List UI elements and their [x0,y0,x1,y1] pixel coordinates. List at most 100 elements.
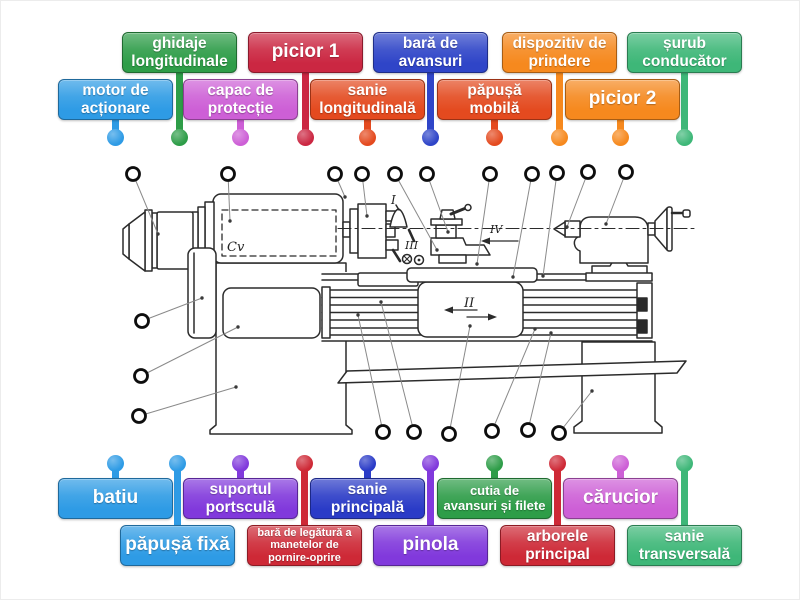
pin-dot [550,128,568,146]
pin-stem [363,463,371,482]
pin-stem [680,463,688,529]
answer-label[interactable]: păpușă mobilă [437,79,552,120]
leader-endpoint [379,300,383,304]
leader-endpoint [549,331,553,335]
answer-label[interactable]: motor de acționare [58,79,173,120]
pin-dot [421,128,439,146]
leader-line [141,297,203,322]
answer-label[interactable]: dispozitiv de prindere [502,32,617,73]
leader-endpoint [565,225,569,229]
annotation-iii: III [404,239,419,252]
leader-endpoint [590,389,594,393]
leader-lines [132,171,627,435]
leader-endpoint [435,248,439,252]
pin-dot [358,128,376,146]
leader-line [476,173,491,265]
drop-marker[interactable] [375,424,391,440]
pin-stem [111,116,119,137]
pin-dot [611,128,629,146]
leader-line [448,325,471,435]
answer-label[interactable]: cutia de avansuri și filete [437,478,552,519]
pin-dot [170,128,188,146]
leader-line [394,173,438,251]
leader-endpoint [446,230,450,234]
drop-marker[interactable] [387,166,403,182]
pin-stem [111,463,119,482]
pin-dot [485,128,503,146]
answer-label[interactable]: sanie principală [310,478,425,519]
drop-marker[interactable] [220,166,236,182]
leader-line [542,172,558,277]
answer-label[interactable]: ghidaje longitudinale [122,32,237,73]
leader-endpoint [468,324,472,328]
pin-dot [675,128,693,146]
pin-dot [421,454,439,472]
answer-label[interactable]: păpușă fixă [120,525,235,566]
drop-marker[interactable] [327,166,343,182]
drop-marker[interactable] [133,368,149,384]
pin-stem [490,116,498,137]
leader-line [558,390,593,434]
answer-label[interactable]: arborele principal [500,525,615,566]
pin-dot [106,128,124,146]
answer-label[interactable]: batiu [58,478,173,519]
leader-line [380,301,415,433]
answer-label[interactable]: sanie longitudinală [310,79,425,120]
pin-dot [106,454,124,472]
pin-stem [490,463,498,482]
pin-stem [236,116,244,137]
answer-label[interactable]: picior 2 [565,79,680,120]
drop-marker[interactable] [549,165,565,181]
motion-arrows [444,237,519,321]
drop-marker[interactable] [484,423,500,439]
pin-dot [231,454,249,472]
leader-line [491,328,536,432]
answer-label[interactable]: suportul portsculă [183,478,298,519]
leader-endpoint [156,232,160,236]
drop-marker[interactable] [125,166,141,182]
right-leg [573,341,663,434]
lathe-drawing [122,193,698,435]
pin-stem [173,463,181,529]
answer-label[interactable]: picior 1 [248,32,363,73]
leader-line [512,173,533,278]
drop-marker[interactable] [354,166,370,182]
drop-marker[interactable] [524,166,540,182]
drop-marker[interactable] [441,426,457,442]
answer-label[interactable]: șurub conducător [627,32,742,73]
pin-stem [301,69,309,137]
leader-line [566,171,589,228]
answer-label[interactable]: bară de avansuri [373,32,488,73]
answer-label[interactable]: cărucior [563,478,678,519]
pin-stem [555,69,563,137]
pin-dot [548,454,566,472]
drop-marker[interactable] [482,166,498,182]
pin-stem [363,116,371,137]
drop-marker[interactable] [551,425,567,441]
leader-line [527,332,552,431]
chuck-backplate [349,208,359,254]
answer-label[interactable]: bară de legătură a manetelor de pornire-… [247,525,362,566]
answer-label[interactable]: pinola [373,525,488,566]
answer-label[interactable]: sanie transversală [627,525,742,566]
cabinet-door [222,287,321,339]
drop-marker[interactable] [134,313,150,329]
pin-dot [231,128,249,146]
drop-marker[interactable] [131,408,147,424]
answer-label[interactable]: capac de protecție [183,79,298,120]
drop-markers [125,164,634,442]
drop-marker[interactable] [618,164,634,180]
drop-marker[interactable] [580,164,596,180]
leader-endpoint [236,325,240,329]
leader-line [132,173,159,235]
drop-marker[interactable] [406,424,422,440]
tailstock-body [573,216,649,264]
pin-dot [675,454,693,472]
drop-marker[interactable] [520,422,536,438]
tool-post-handle [449,206,468,216]
saddle-plate [406,267,538,283]
pin-stem [300,463,308,529]
drop-marker[interactable] [419,166,435,182]
